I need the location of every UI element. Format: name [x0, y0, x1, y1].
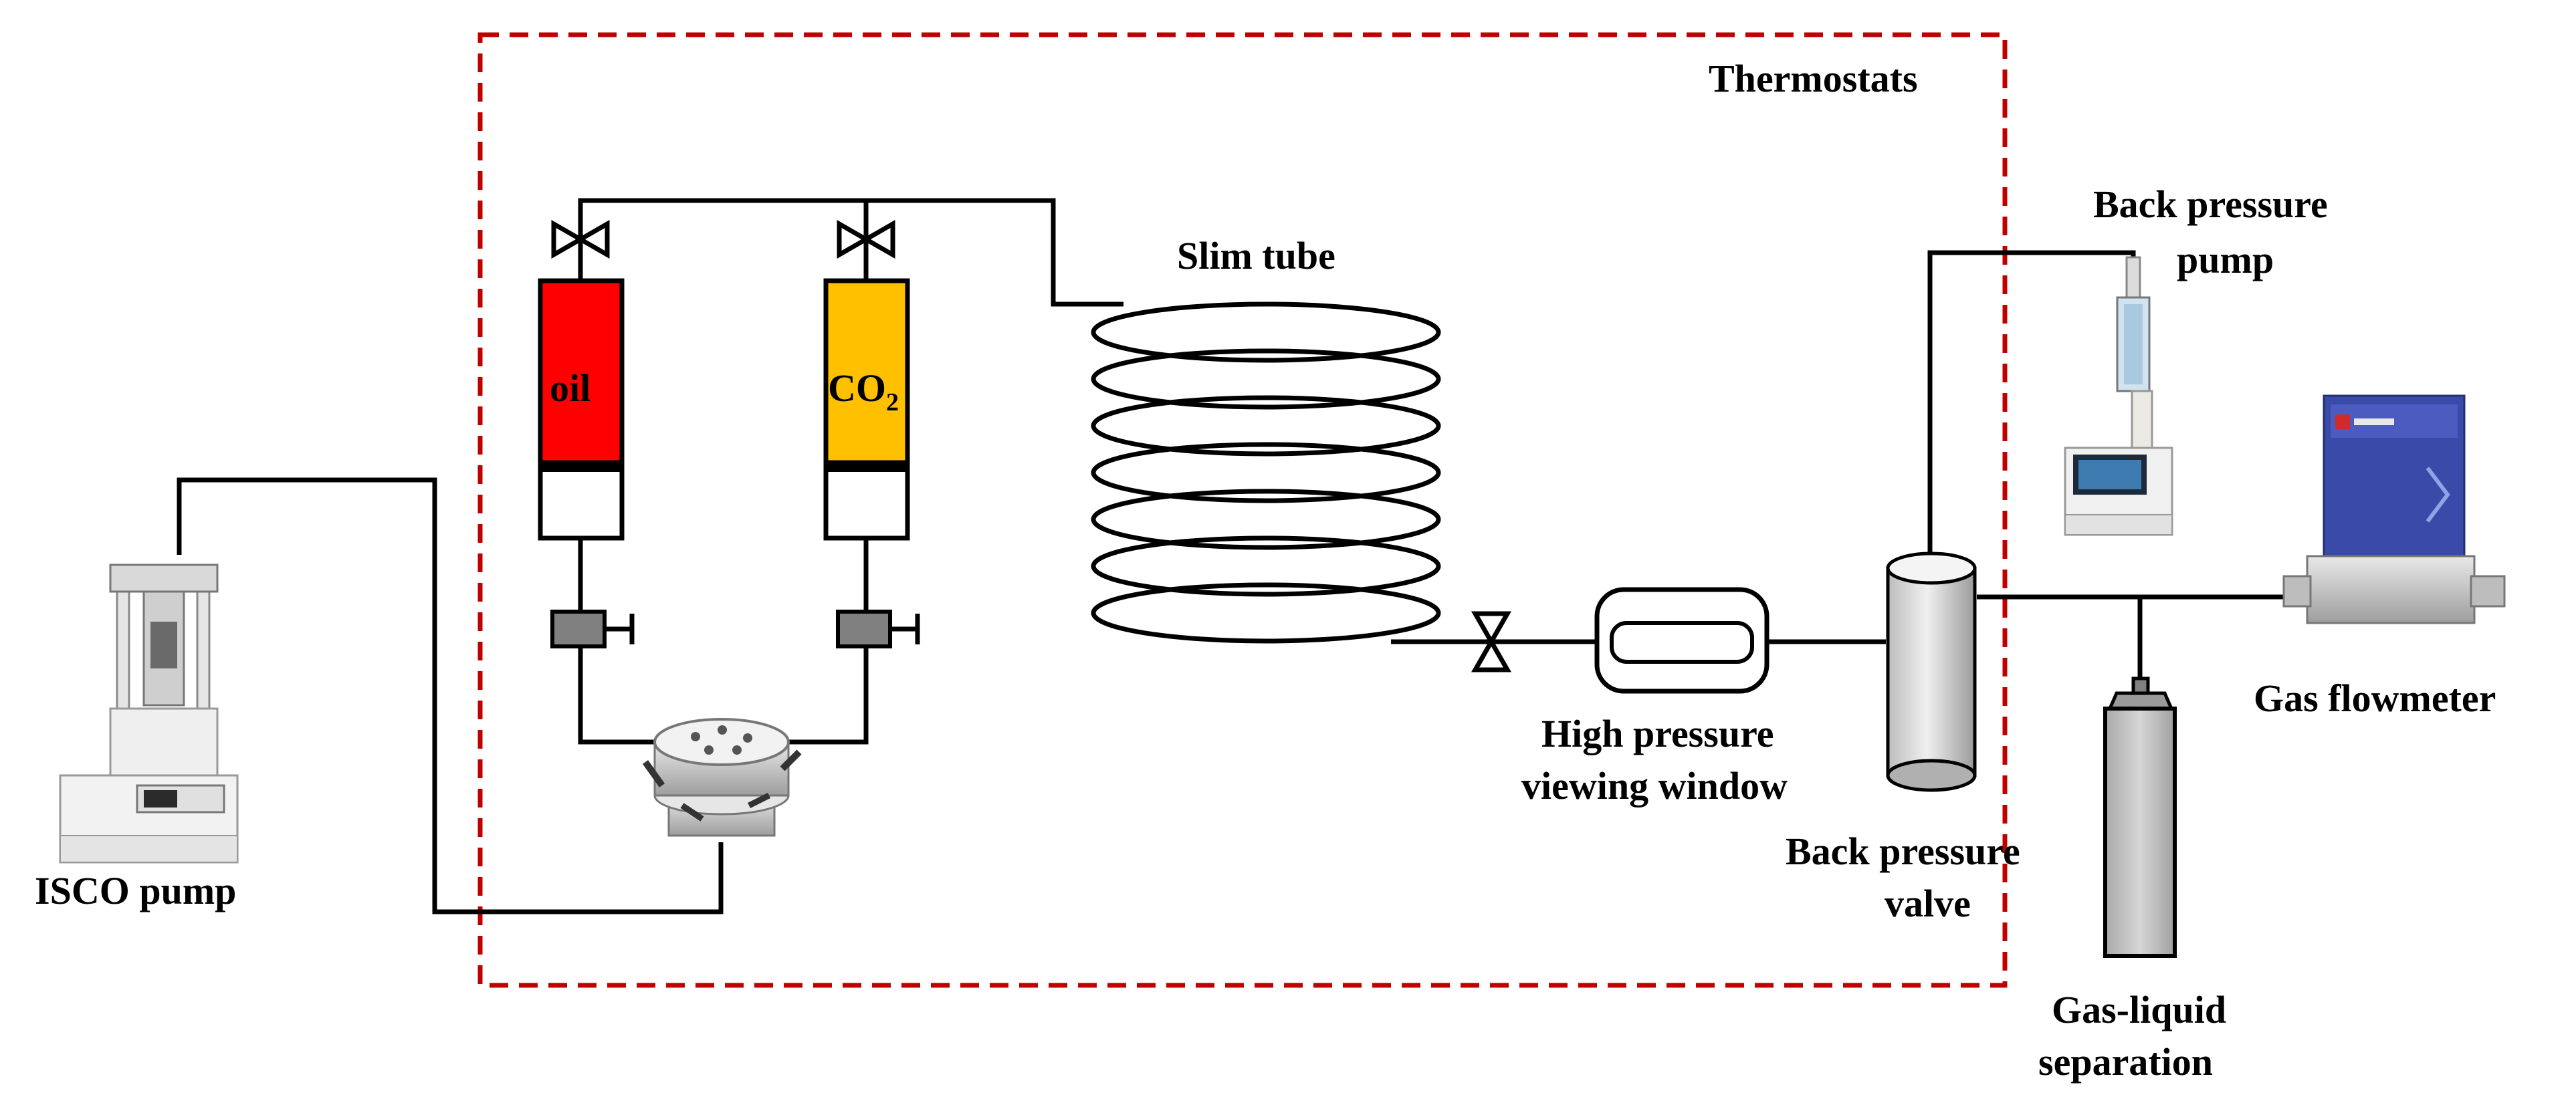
oil-top-valve — [551, 219, 610, 281]
pipe-isco-to-manifold — [177, 477, 724, 914]
thermostats-label: Thermostats — [1709, 57, 1918, 100]
isco-pump-label: ISCO pump — [35, 869, 236, 912]
co2-vessel: CO2 — [823, 278, 910, 541]
isco-pump-icon — [59, 564, 239, 864]
oil-label: oil — [550, 366, 591, 410]
slim-tube-coil — [1091, 301, 1441, 644]
slim-tube-label: Slim tube — [1177, 234, 1335, 277]
co2-needle-valve — [836, 610, 920, 648]
six-way-valve-icon — [642, 718, 802, 837]
gas-liquid-separator — [2103, 676, 2177, 958]
high-pressure-viewing-window — [1594, 587, 1769, 694]
outlet-valve — [1471, 611, 1512, 672]
oil-vessel: oil — [538, 278, 625, 541]
gas-flowmeter-label: Gas flowmeter — [2254, 676, 2496, 720]
co2-label: CO2 — [828, 366, 899, 416]
oil-needle-valve — [550, 610, 635, 648]
back-pressure-pump-icon — [2064, 256, 2173, 536]
gas-flowmeter-icon — [2282, 394, 2506, 624]
back-pressure-valve — [1886, 551, 1977, 792]
co2-top-valve — [837, 219, 895, 281]
thermostat-boundary — [477, 32, 2008, 988]
pipe-top-manifold — [578, 198, 1123, 307]
